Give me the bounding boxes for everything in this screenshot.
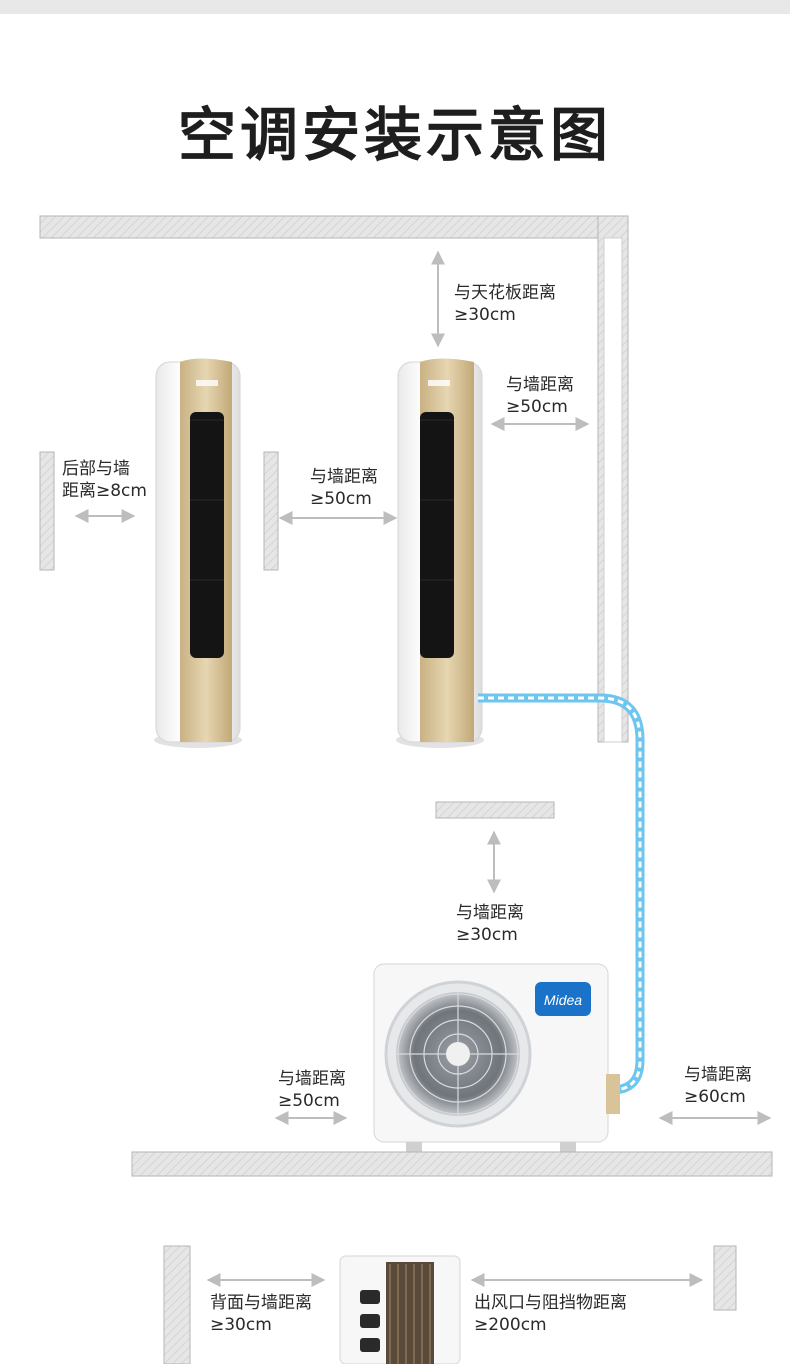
indoor-unit-right: [396, 358, 484, 748]
ceiling-wall: [39, 215, 629, 239]
right-wall: [597, 215, 629, 743]
outlet-label-line1: 出风口与阻挡物距离: [474, 1293, 627, 1313]
rear-wall-strip: [39, 451, 55, 571]
back-wall-label-line1: 背面与墙距离: [210, 1293, 312, 1313]
brand-logo: Midea: [544, 992, 582, 1008]
rear-wall-label: 后部与墙 距离≥8cm: [62, 458, 147, 502]
between-units-label: 与墙距离 ≥50cm: [310, 466, 378, 510]
rear-wall-label-line1: 后部与墙: [62, 459, 130, 479]
outdoor-top-label-line1: 与墙距离: [456, 903, 524, 923]
outdoor-top-label-line2: ≥30cm: [456, 925, 518, 945]
outdoor-left-label-line1: 与墙距离: [278, 1069, 346, 1089]
outlet-label: 出风口与阻挡物距离 ≥200cm: [474, 1292, 627, 1336]
between-units-label-line2: ≥50cm: [310, 489, 372, 509]
back-wall-label: 背面与墙距离 ≥30cm: [210, 1292, 312, 1336]
outdoor-right-label-line1: 与墙距离: [684, 1065, 752, 1085]
side-wall-label-line2: ≥50cm: [506, 397, 568, 417]
outdoor-left-label: 与墙距离 ≥50cm: [278, 1068, 346, 1112]
outlet-label-line2: ≥200cm: [474, 1315, 547, 1335]
ceiling-label: 与天花板距离 ≥30cm: [454, 282, 556, 326]
ground-wall: [131, 1151, 773, 1177]
page-title: 空调安装示意图: [177, 101, 612, 169]
middle-wall-strip: [263, 451, 279, 571]
side-wall-label-line1: 与墙距离: [506, 375, 574, 395]
outdoor-unit-side-view: [339, 1255, 461, 1364]
top-bar: [0, 0, 790, 14]
between-units-label-line1: 与墙距离: [310, 467, 378, 487]
outdoor-right-label-line2: ≥60cm: [684, 1087, 746, 1107]
outdoor-unit: Midea: [373, 963, 620, 1154]
outdoor-left-label-line2: ≥50cm: [278, 1091, 340, 1111]
ceiling-label-line2: ≥30cm: [454, 305, 516, 325]
indoor-unit-left: [154, 358, 242, 748]
obstacle-strip: [713, 1245, 737, 1311]
side-wall-label: 与墙距离 ≥50cm: [506, 374, 574, 418]
back-wall-strip: [163, 1245, 191, 1364]
refrigerant-pipe: [478, 693, 645, 1095]
outdoor-top-label: 与墙距离 ≥30cm: [456, 902, 524, 946]
outdoor-right-label: 与墙距离 ≥60cm: [684, 1064, 752, 1108]
outdoor-top-wall: [435, 801, 555, 819]
rear-wall-label-line2: 距离≥8cm: [62, 481, 147, 501]
back-wall-label-line2: ≥30cm: [210, 1315, 272, 1335]
ceiling-label-line1: 与天花板距离: [454, 283, 556, 303]
